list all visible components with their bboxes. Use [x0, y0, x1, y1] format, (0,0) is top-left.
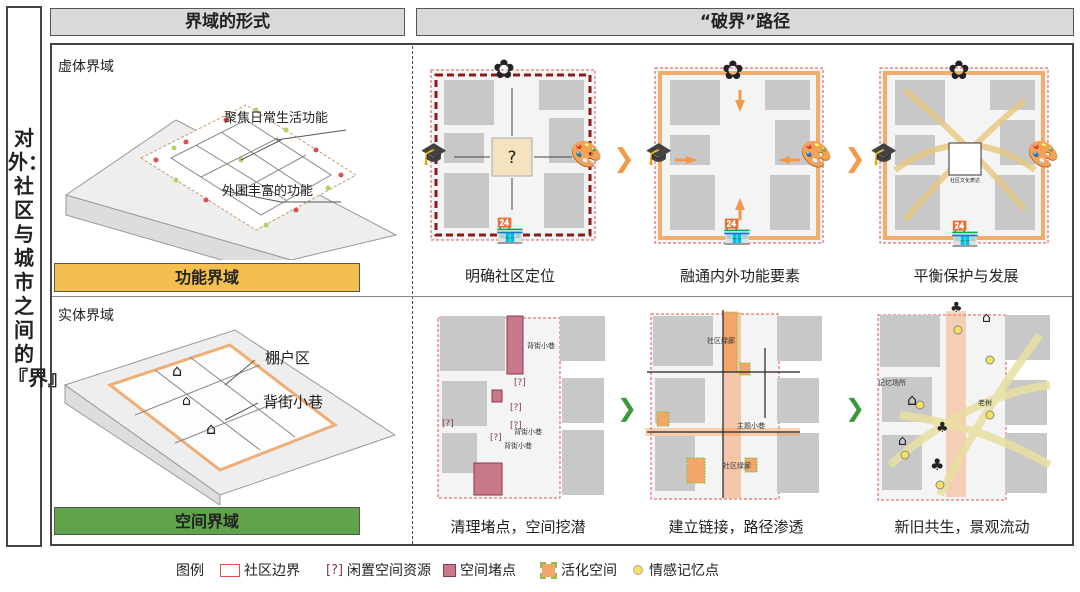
market-icon-2: 🏪	[722, 218, 752, 246]
diagram-clear-jams: [?] [?] [?] [?] [?] 背街小巷 背街小巷 背街小巷	[437, 315, 605, 499]
diagram-build-links: 社区绿廊 主题小巷 社区绿廊	[645, 310, 822, 500]
legend-title: 图例	[176, 563, 204, 579]
side-title-box: 对外：社区与城市之间的『界』	[6, 6, 68, 547]
legend-memory-dot	[633, 565, 644, 575]
legend-idle-space-icon: [?]	[326, 562, 344, 578]
market-icon-3: 🏪	[950, 220, 980, 248]
annot-shantytown: 棚户区	[265, 349, 311, 367]
graduation-cap-icon-3: 🎓	[870, 142, 898, 167]
diagram-coexist: 记忆场所 老树	[877, 311, 1052, 501]
house-icon-3: ⌂	[206, 419, 217, 438]
space-boundary-illustration	[63, 329, 397, 505]
legend-boundary-swatch	[220, 563, 240, 577]
legend-memory: 情感记忆点	[649, 563, 720, 579]
function-boundary-illustration	[64, 104, 398, 260]
legend-jam-swatch	[443, 563, 457, 577]
graduation-cap-icon: 🎓	[420, 142, 448, 167]
house-icon-4: ⌂	[982, 310, 991, 326]
legend-idle-space: 闲置空间资源	[347, 563, 432, 579]
svg-text:[?]: [?]	[442, 419, 454, 429]
house-icon-1: ⌂	[172, 361, 183, 380]
house-icon-5: ⌂	[907, 390, 918, 409]
market-icon: 🏪	[495, 217, 525, 245]
arrow-right-icon-2: ❯	[844, 144, 866, 174]
legend-active-swatch	[540, 561, 558, 579]
row-divider	[52, 296, 1072, 297]
side-title: 对外：社区与城市之间的『界』	[8, 126, 68, 390]
legend-jam: 空间堵点	[460, 563, 517, 579]
tree-icon-2: ♣	[936, 420, 949, 436]
badge-function-boundary: 功能界域	[54, 263, 360, 292]
caption-top-1: 明确社区定位	[464, 267, 555, 285]
annot-back-alley: 背街小巷	[263, 393, 324, 411]
svg-text:[?]: [?]	[514, 378, 526, 388]
arrow-right-icon-3: ❯	[617, 394, 638, 422]
cloud-icon: ✿	[493, 55, 515, 85]
house-label: 社区文化表达	[950, 177, 980, 184]
svg-text:[?]: [?]	[510, 421, 522, 431]
theme-lane-label: 主题小巷	[737, 421, 765, 430]
main-frame	[50, 43, 1074, 546]
question-mark: ?	[507, 148, 516, 168]
header-left: 界域的形式	[50, 8, 405, 36]
memory-place-label: 记忆场所	[878, 378, 906, 387]
bottom-row-title: 实体界域	[58, 308, 114, 324]
palette-icon-3: 🎨	[1027, 140, 1060, 170]
legend: 图例 社区边界 [?] 闲置空间资源 空间堵点 活化空间 情感记忆点	[176, 560, 719, 580]
lane-label-1: 背街小巷	[527, 341, 555, 350]
diagram-define-position: ?	[430, 69, 596, 241]
green-corridor-label-2: 社区绿廊	[723, 461, 751, 470]
tree-icon-3: ♣	[930, 455, 945, 474]
legend-active: 活化空间	[561, 563, 618, 579]
palette-icon-2: 🎨	[800, 140, 833, 170]
top-row-title: 虚体界域	[58, 59, 114, 75]
lane-label-2: 背街小巷	[514, 427, 542, 436]
svg-text:[?]: [?]	[510, 403, 522, 413]
caption-bottom-3: 新旧共生，景观流动	[894, 518, 1030, 536]
annot-outer-functions: 外围丰富的功能	[222, 184, 314, 199]
header-right: “破界”路径	[416, 8, 1074, 36]
green-corridor-label-1: 社区绿廊	[707, 336, 735, 345]
cloud-icon-2: ✿	[722, 56, 744, 86]
annot-daily-life: 聚焦日常生活功能	[224, 111, 329, 126]
svg-text:[?]: [?]	[490, 433, 502, 443]
old-tree-label: 老树	[978, 398, 992, 407]
diagram-balance-protection: 社区文化表达	[879, 67, 1049, 244]
legend-boundary: 社区边界	[244, 563, 300, 579]
caption-bottom-1: 清理堵点，空间挖潜	[450, 518, 586, 536]
house-icon-6: ⌂	[898, 433, 907, 449]
lane-label-3: 背街小巷	[504, 441, 532, 450]
caption-top-3: 平衡保护与发展	[913, 267, 1019, 285]
house-icon-2: ⌂	[182, 393, 191, 409]
caption-bottom-2: 建立链接，路径渗透	[668, 518, 804, 536]
graduation-cap-icon-2: 🎓	[645, 142, 673, 167]
cloud-icon-3: ✿	[948, 56, 970, 86]
arrow-right-icon-4: ❯	[845, 394, 866, 422]
tree-icon-1: ♣	[950, 300, 963, 316]
column-divider	[412, 46, 413, 544]
palette-icon: 🎨	[570, 140, 603, 170]
caption-top-2: 融通内外功能要素	[679, 267, 800, 285]
diagram-integrate-functions	[654, 67, 824, 244]
badge-space-boundary: 空间界域	[54, 507, 360, 535]
arrow-right-icon: ❯	[613, 144, 635, 174]
